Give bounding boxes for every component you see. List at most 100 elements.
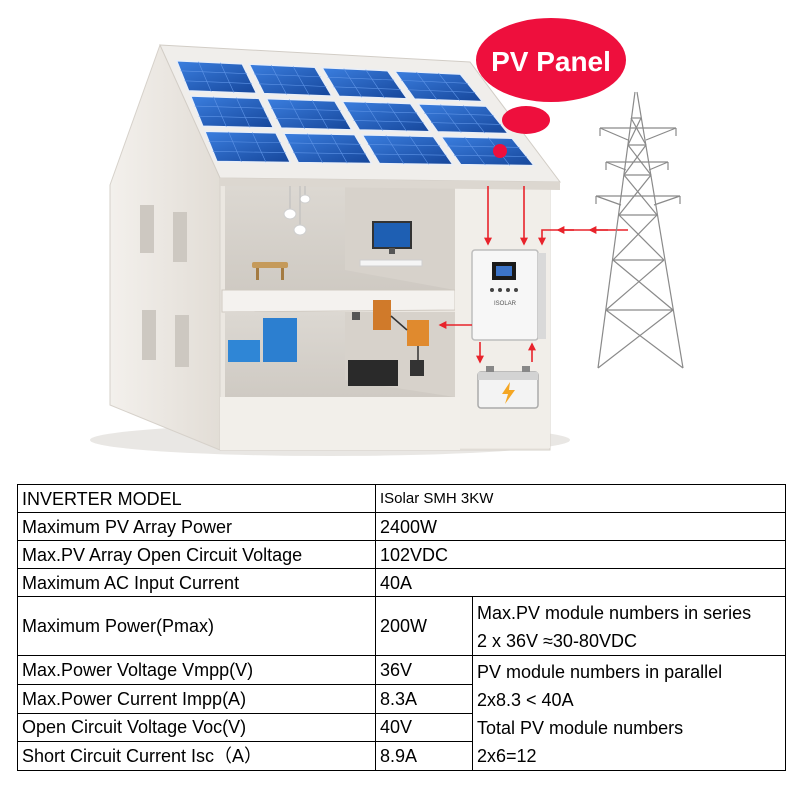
spec-label: Max.Power Current Impp(A): [17, 683, 376, 714]
panel-cell-line: [251, 132, 267, 163]
callout-dot-small: [493, 144, 507, 158]
pendant-lamp: [283, 208, 297, 220]
panel-cell-line: [184, 80, 252, 84]
spec-value: 40A: [374, 568, 787, 597]
panel-cell-line: [373, 153, 447, 156]
panel-cell-line: [365, 69, 385, 99]
panel-cell-line: [213, 96, 227, 127]
panel-cell-line: [440, 104, 462, 133]
spec-label: Maximum PV Array Power: [17, 512, 376, 541]
side-window: [175, 315, 189, 367]
power-flow-arrows: [438, 186, 628, 364]
blue-cabinet: [263, 318, 297, 362]
panel-cell-line: [387, 102, 407, 132]
table-row: Maximum PV Array Power 2400W: [17, 512, 787, 541]
pendant-lamp: [299, 194, 311, 204]
panel-cell-line: [293, 152, 366, 155]
solar-panel-array: [175, 59, 536, 167]
wall-outlet: [352, 312, 360, 320]
spec-value: ISolar SMH 3KW: [374, 484, 787, 513]
house-base: [220, 397, 460, 450]
panel-cell-line: [438, 72, 461, 101]
panel-cell-line: [330, 133, 348, 164]
spec-value: 36V: [375, 655, 473, 685]
table-row: Max.Power Voltage Vmpp(V) 36V PV module …: [17, 655, 787, 771]
battery-unit: [477, 366, 539, 409]
panel-cell-line: [258, 83, 327, 87]
pendant-lamp: [293, 224, 307, 236]
panel-cell-line: [254, 73, 321, 78]
spec-value: 200W: [375, 596, 473, 656]
callout-bubble: [476, 18, 626, 102]
panel-cell-line: [288, 99, 305, 129]
tv-monitor: [372, 221, 412, 249]
callout-label: PV Panel: [491, 46, 611, 77]
panel-cell-line: [464, 136, 486, 166]
spec-value: 8.3A: [375, 683, 473, 714]
solar-panel: [203, 130, 292, 164]
lower-room-furniture: [228, 300, 429, 386]
pv-panel-callout: PV Panel: [476, 18, 626, 158]
panel-cell-line: [276, 117, 347, 121]
spec-value: 8.9A: [375, 741, 473, 771]
panel-cell-line: [416, 71, 438, 101]
transmission-tower: [595, 91, 684, 369]
panel-cell-line: [409, 135, 429, 165]
inverter-unit: ISOLAR: [471, 249, 546, 341]
total-note-value: 2x6=12: [477, 746, 537, 766]
panel-cell-line: [180, 70, 248, 74]
spec-label: Short Circuit Current Isc（A）: [17, 741, 376, 771]
floor-slab: [221, 289, 456, 313]
inverter-brand-label: ISOLAR: [494, 301, 517, 307]
panel-cell-line: [270, 65, 287, 95]
spec-label: Maximum AC Input Current: [17, 568, 376, 597]
controller-box: [373, 300, 391, 330]
specification-table: INVERTER MODEL ISolar SMH 3KW Maximum PV…: [17, 484, 787, 771]
panel-cell-line: [228, 131, 242, 162]
panel-cell-line: [463, 105, 486, 134]
black-battery-box: [348, 360, 398, 386]
panel-cell-line: [385, 135, 405, 165]
solar-panel: [189, 95, 275, 129]
panel-cell-line: [407, 89, 476, 93]
panel-cell-line: [367, 144, 440, 147]
panel-cell-line: [212, 151, 286, 153]
bench: [252, 262, 288, 268]
panel-cell-line: [306, 133, 323, 164]
panel-cell-line: [447, 145, 520, 148]
solar-system-illustration: ISOLAR: [90, 18, 684, 456]
series-note-value: 2 x 36V ≈30-80VDC: [477, 631, 637, 651]
spec-value: 102VDC: [374, 540, 787, 569]
parallel-note-cell: PV module numbers in parallel 2x8.3 < 40…: [471, 655, 787, 771]
table-row: INVERTER MODEL ISolar SMH 3KW: [17, 484, 787, 513]
panel-cell-line: [198, 115, 269, 119]
spec-label: Max.PV Array Open Circuit Voltage: [17, 540, 376, 569]
panel-cell-line: [424, 112, 494, 116]
panel-cell-line: [311, 100, 329, 130]
panel-cell-line: [271, 108, 341, 111]
panel-cell-line: [292, 66, 310, 96]
panel-cell-line: [401, 80, 468, 84]
table-row: Open Circuit Voltage Voc(V) 40V: [17, 712, 786, 743]
spec-label: Maximum Power(Pmax): [17, 596, 376, 656]
tv-stand: [359, 259, 423, 267]
panel-cell-line: [364, 101, 384, 131]
table-row: Max.PV Array Open Circuit Voltage 102VDC: [17, 540, 787, 569]
panel-cell-line: [236, 97, 251, 128]
side-window: [140, 205, 154, 253]
panel-cell-line: [198, 61, 212, 92]
table-row: Short Circuit Current Isc（A） 8.9A: [17, 741, 786, 771]
table-row: Maximum AC Input Current 40A: [17, 568, 787, 597]
series-note-title: Max.PV module numbers in series: [477, 603, 752, 623]
inverter-side: [538, 253, 546, 339]
battery-bolt-icon: [502, 382, 515, 404]
panel-cell-line: [288, 142, 361, 145]
spec-label: Max.Power Voltage Vmpp(V): [17, 655, 376, 685]
panel-cell-line: [208, 141, 281, 144]
parallel-note-title: PV module numbers in parallel: [477, 662, 723, 682]
callout-dot-medium: [502, 106, 550, 134]
junction-box: [407, 320, 429, 346]
spec-label: Open Circuit Voltage Voc(V): [17, 712, 376, 743]
panel-cell-line: [454, 155, 527, 157]
spec-label: INVERTER MODEL: [17, 484, 376, 513]
